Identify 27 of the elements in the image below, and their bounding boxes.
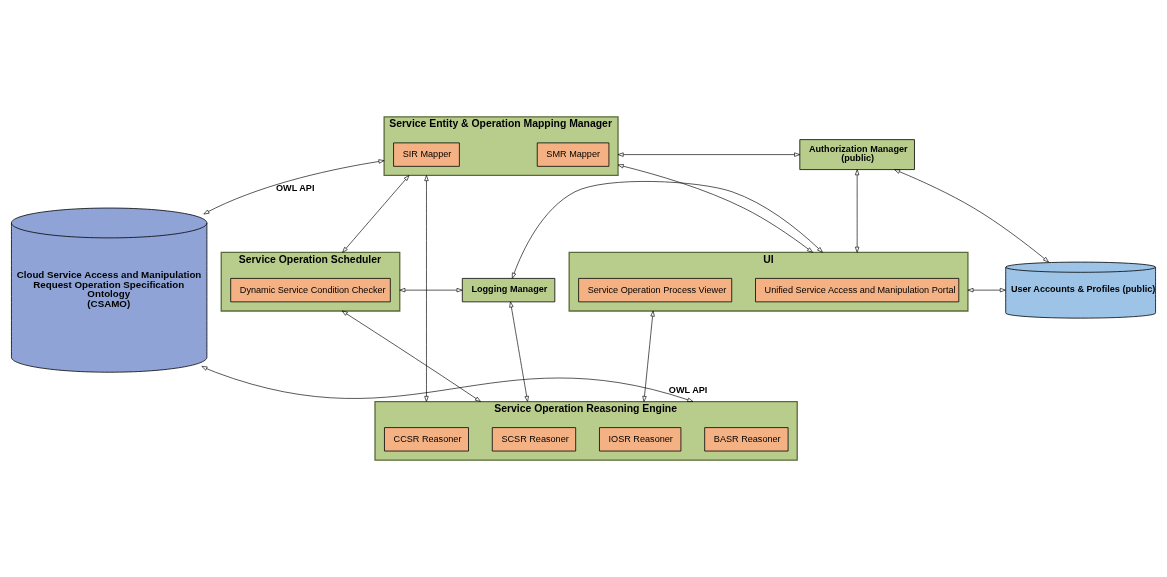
node-box: IOSR Reasoner xyxy=(599,427,682,452)
arrow xyxy=(424,175,429,402)
node-box: Service Operation Process Viewer xyxy=(578,278,733,303)
arrow xyxy=(642,310,655,402)
node-box: Logging Manager xyxy=(461,278,556,303)
arrow xyxy=(617,152,801,157)
arrow xyxy=(617,164,813,253)
arrow xyxy=(399,287,463,293)
node-box: SCSR Reasoner xyxy=(491,427,577,452)
arrow xyxy=(342,175,410,253)
arrow xyxy=(511,181,823,279)
arrow xyxy=(894,169,1049,263)
node-box: Unified Service Access and Manipulation Portal xyxy=(755,278,960,303)
arrow xyxy=(509,301,529,402)
arrow xyxy=(855,169,860,253)
node-box: Dynamic Service Condition Checker xyxy=(230,278,391,303)
node-box: CCSR Reasoner xyxy=(384,427,469,452)
arrow xyxy=(341,310,481,402)
arrow xyxy=(967,287,1006,293)
node-box: SMR Mapper xyxy=(536,142,610,167)
node-box: BASR Reasoner xyxy=(704,427,789,452)
arrow xyxy=(203,159,385,215)
node-box: SIR Mapper xyxy=(393,142,460,167)
edge-label: OWL API xyxy=(668,385,708,396)
arrow xyxy=(201,366,694,402)
edge-label: OWL API xyxy=(275,182,315,193)
node-box: Authorization Manager (public) xyxy=(799,139,915,170)
